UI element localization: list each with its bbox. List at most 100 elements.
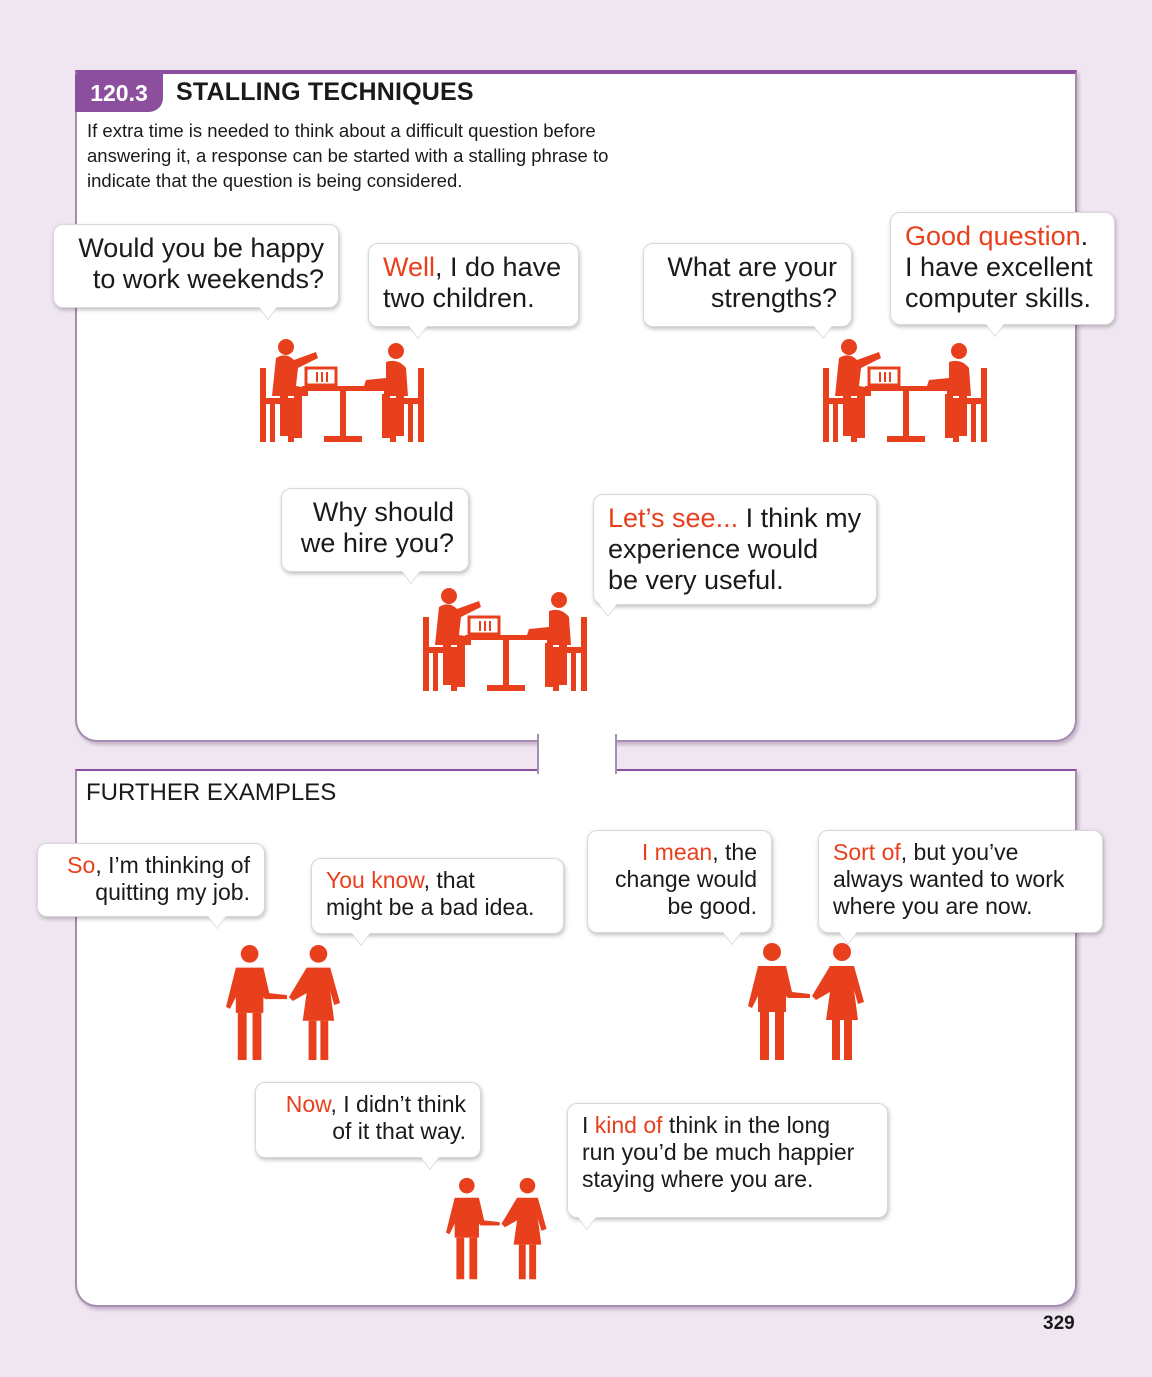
bubble-line: to work weekends? [68, 264, 324, 295]
bubble-tail [421, 1157, 439, 1169]
bubble-text: What are your [667, 252, 837, 282]
stalling-phrase: Let’s see... [608, 503, 739, 533]
bubble-line: Would you be happy [68, 233, 324, 264]
intro-line: answering it, a response can be started … [87, 145, 609, 166]
stalling-phrase: So [67, 852, 96, 878]
bubble-line: Well, I do have [383, 252, 564, 283]
section-title: STALLING TECHNIQUES [176, 78, 474, 106]
bubble-tail [599, 604, 617, 616]
bubble-line: Let’s see... I think my [608, 503, 862, 534]
bubble-text: think in the long [662, 1112, 831, 1138]
bubble-line: I kind of think in the long [582, 1112, 873, 1139]
bubble-text: computer skills. [905, 283, 1092, 313]
interview-illustration [258, 338, 426, 444]
bubble-text: be good. [667, 893, 757, 919]
bubble-line: quitting my job. [52, 879, 250, 906]
bubble-line: be good. [602, 893, 757, 920]
stalling-phrase: Now [285, 1091, 331, 1117]
bubble-tail [259, 307, 277, 319]
bubble-line: Why should [296, 497, 454, 528]
bubble-text: I have excellent [905, 252, 1093, 282]
conversation-illustration [738, 942, 878, 1062]
stalling-phrase: You know [326, 867, 424, 893]
bubble-text: quitting my job. [95, 879, 250, 905]
bubble-tail [814, 326, 832, 338]
bubble-text: of it that way. [332, 1118, 466, 1144]
bubble-line: experience would [608, 534, 862, 565]
stalling-techniques-panel [75, 70, 1077, 742]
bubble-line: Sort of, but you’ve [833, 839, 1088, 866]
bubble-tail [402, 571, 420, 583]
conversation-illustration [226, 944, 344, 1062]
bubble-text: run you’d be much happier [582, 1139, 855, 1165]
bubble-text: strengths? [710, 283, 837, 313]
stalling-phrase: Good question [905, 221, 1081, 251]
bubble-text: two children. [383, 283, 535, 313]
bubble-tail [578, 1217, 596, 1229]
intro-line: If extra time is needed to think about a… [87, 120, 596, 141]
bubble-line: I have excellent [905, 252, 1100, 283]
bubble-text: , but you’ve [900, 839, 1019, 865]
section-intro: If extra time is needed to think about a… [87, 118, 627, 193]
bubble-text: Why should [312, 497, 454, 527]
bubble-text: staying where you are. [582, 1166, 814, 1192]
conversation-illustration [446, 1170, 550, 1288]
bubble-text: I [582, 1112, 595, 1138]
bubble-text: , I do have [435, 252, 562, 282]
bubble-line: computer skills. [905, 283, 1100, 314]
bubble-tail [208, 916, 226, 928]
bubble-line: I mean, the [602, 839, 757, 866]
bubble-text: I think my [738, 503, 862, 533]
bubble-tail [723, 932, 741, 944]
bubble-text: , that [423, 867, 475, 893]
interview-illustration [421, 587, 589, 693]
interview-illustration [821, 338, 989, 444]
bubble-text: , I’m thinking of [95, 852, 250, 878]
bubble-line: two children. [383, 283, 564, 314]
stalling-phrase: Sort of [833, 839, 901, 865]
stalling-phrase: I mean [641, 839, 713, 865]
bubble-text: , I didn’t think [330, 1091, 466, 1117]
bubble-text: . [1080, 221, 1089, 251]
stalling-phrase: Well [383, 252, 436, 282]
section-number-badge: 120.3 [75, 74, 163, 112]
bubble-tail [839, 932, 857, 944]
page-number: 329 [1043, 1313, 1075, 1334]
bubble-text: always wanted to work [833, 866, 1065, 892]
bubble-tail [409, 326, 427, 338]
panel-connector [537, 734, 617, 774]
bubble-text: where you are now. [833, 893, 1033, 919]
bubble-line: might be a bad idea. [326, 894, 549, 921]
bubble-line: of it that way. [270, 1118, 466, 1145]
bubble-line: run you’d be much happier [582, 1139, 873, 1166]
bubble-line: strengths? [658, 283, 837, 314]
intro-line: indicate that the question is being cons… [87, 170, 463, 191]
stalling-phrase: kind of [594, 1112, 663, 1138]
bubble-line: be very useful. [608, 565, 862, 596]
bubble-line: So, I’m thinking of [52, 852, 250, 879]
bubble-text: Would you be happy [78, 233, 324, 263]
bubble-line: Now, I didn’t think [270, 1091, 466, 1118]
further-examples-heading: FURTHER EXAMPLES [86, 779, 337, 806]
bubble-text: change would [615, 866, 757, 892]
bubble-tail [352, 933, 370, 945]
bubble-line: What are your [658, 252, 837, 283]
bubble-line: staying where you are. [582, 1166, 873, 1193]
bubble-line: where you are now. [833, 893, 1088, 920]
bubble-text: experience would [608, 534, 819, 564]
bubble-line: change would [602, 866, 757, 893]
bubble-text: might be a bad idea. [326, 894, 535, 920]
bubble-line: Good question. [905, 221, 1100, 252]
